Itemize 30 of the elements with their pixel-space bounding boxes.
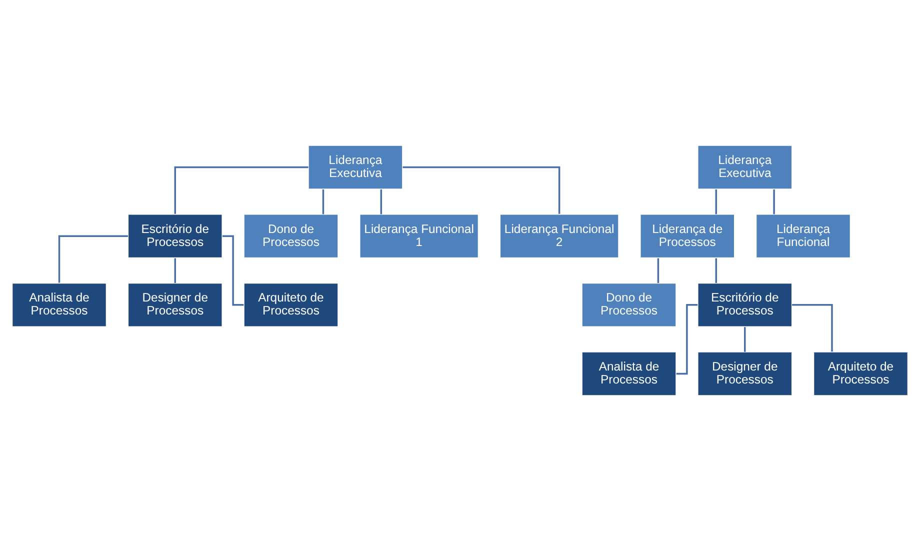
- node-box: Liderança Executiva: [308, 144, 403, 189]
- node-box: Arquiteto de Processos: [244, 282, 338, 327]
- node-box: Analista de Processos: [12, 282, 107, 327]
- connector: [174, 258, 176, 283]
- connector: [773, 188, 775, 214]
- node-box: Designer de Processos: [697, 351, 792, 396]
- connector: [322, 188, 324, 214]
- connector: [58, 234, 128, 282]
- node-box: Escritório de Processos: [697, 282, 792, 327]
- connector: [792, 304, 833, 352]
- connector: [715, 188, 717, 214]
- connector: [402, 166, 560, 214]
- node-box: Liderança Funcional 1: [359, 213, 479, 258]
- node-box: Liderança Funcional 2: [500, 213, 619, 258]
- connector: [380, 188, 382, 214]
- connector: [657, 258, 660, 283]
- node-box: Analista de Processos: [582, 351, 676, 396]
- node-box: Dono de Processos: [244, 213, 338, 258]
- connector: [715, 258, 717, 283]
- connector: [676, 304, 698, 374]
- connector: [174, 166, 308, 214]
- node-box: Arquiteto de Processos: [813, 351, 908, 396]
- node-box: Escritório de Processos: [128, 213, 223, 258]
- node-box: Liderança de Processos: [640, 213, 735, 258]
- node-box: Liderança Executiva: [697, 144, 792, 189]
- node-box: Dono de Processos: [582, 282, 676, 327]
- connector: [744, 326, 746, 352]
- connector: [222, 234, 244, 306]
- node-box: Liderança Funcional: [756, 213, 851, 258]
- node-box: Designer de Processos: [128, 282, 223, 327]
